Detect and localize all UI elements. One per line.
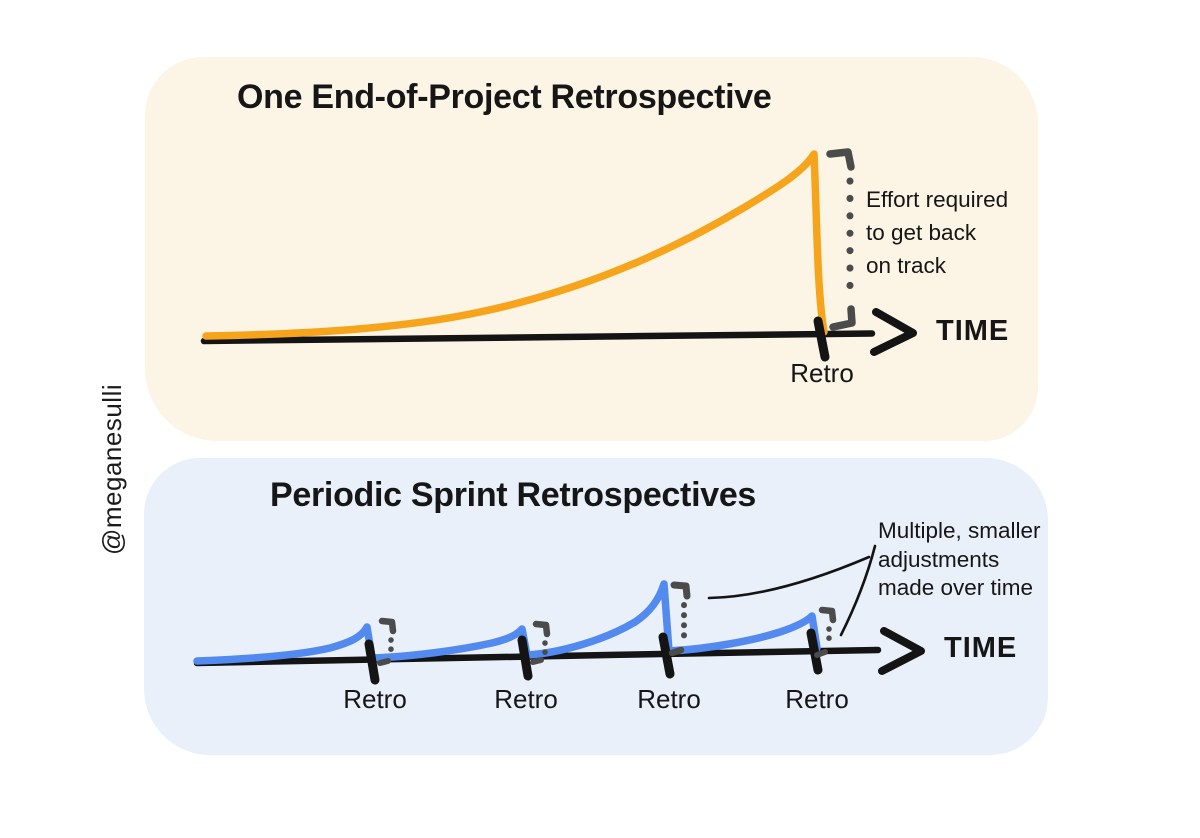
annotation-pointer-line-left xyxy=(707,555,871,600)
top-retro-tick xyxy=(813,316,830,362)
bottom-time-axis-label: TIME xyxy=(944,632,1018,664)
bottom-retro-tick-label-4: Retro xyxy=(785,684,849,714)
bottom-bracket-1 xyxy=(377,617,397,666)
top-time-axis-label: TIME xyxy=(936,315,1010,347)
bottom-effort-sawtooth-curve xyxy=(193,580,821,665)
bottom-chart-title: Periodic Sprint Retrospectives xyxy=(270,476,757,514)
top-annotation-line-3: on track xyxy=(866,253,947,278)
top-annotation-effort: Effort required to get back on track xyxy=(866,183,1008,282)
bottom-retro-tick-label-1: Retro xyxy=(343,684,407,714)
bottom-bracket-4 xyxy=(814,606,837,658)
bottom-annotation-line-2: adjustments xyxy=(878,546,1000,572)
top-effort-curve xyxy=(202,150,828,340)
bottom-retro-tick-label-3: Retro xyxy=(637,684,701,714)
bottom-annotation-line-3: made over time xyxy=(878,575,1034,600)
top-bracket-corner-bottom xyxy=(829,305,856,331)
bottom-chart-panel xyxy=(144,458,1048,755)
bottom-annotation-line-1: Multiple, smaller xyxy=(878,518,1041,543)
bottom-retro-tick-2 xyxy=(517,635,533,681)
top-axis-arrowhead-icon xyxy=(870,308,917,356)
bottom-retro-tick-3 xyxy=(658,632,675,679)
bottom-axis-arrowhead-icon xyxy=(878,627,925,675)
top-bracket-corner-top xyxy=(826,148,855,171)
bottom-bracket-2 xyxy=(530,620,551,665)
bottom-retro-tick-1 xyxy=(364,639,380,685)
top-chart-group xyxy=(200,148,917,362)
top-annotation-line-1: Effort required xyxy=(866,187,1009,212)
bottom-bracket-3 xyxy=(668,581,691,657)
top-annotation-line-2: to get back xyxy=(866,220,977,245)
top-chart-panel xyxy=(145,57,1038,441)
annotation-pointer-line-right xyxy=(839,544,877,637)
top-time-axis xyxy=(200,330,876,345)
top-chart-title: One End-of-Project Retrospective xyxy=(237,78,772,116)
bottom-chart-group xyxy=(193,544,925,685)
bottom-annotation-adjustments: Multiple, smaller adjustments made over … xyxy=(878,517,1041,603)
bottom-retro-tick-label-2: Retro xyxy=(494,684,558,714)
bottom-retro-tick-4 xyxy=(806,628,823,675)
top-retro-tick-label: Retro xyxy=(790,358,854,388)
